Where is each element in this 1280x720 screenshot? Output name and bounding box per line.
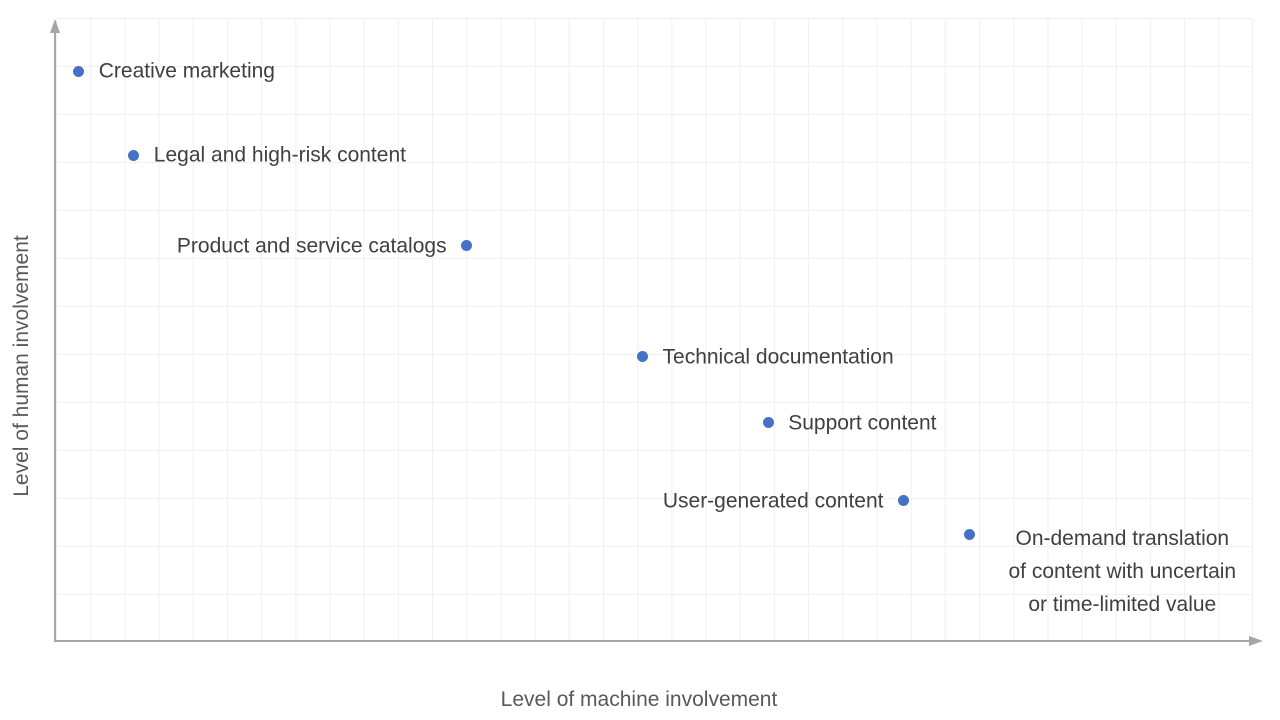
y-axis-arrowhead-icon	[50, 19, 60, 33]
data-point-label: On-demand translation of content with un…	[1008, 527, 1237, 617]
data-point	[128, 149, 140, 161]
data-point	[762, 417, 774, 429]
x-axis-line	[55, 640, 1251, 642]
data-point-label: Legal and high-risk content	[153, 143, 406, 167]
data-point	[637, 351, 649, 363]
x-axis-arrowhead-icon	[1249, 635, 1263, 646]
y-axis-line	[54, 30, 56, 642]
data-point	[897, 495, 909, 507]
data-point	[73, 65, 85, 77]
y-axis-title: Level of human involvement	[10, 235, 33, 497]
data-point	[963, 528, 975, 540]
data-point-label: User-generated content	[662, 489, 884, 513]
data-point-label: Product and service catalogs	[176, 234, 447, 258]
data-point-label: Creative marketing	[98, 59, 275, 83]
x-axis-title: Level of machine involvement	[500, 688, 778, 711]
data-point-label: Technical documentation	[662, 345, 894, 369]
plot-area	[56, 18, 1253, 642]
data-point-label: Support content	[788, 411, 937, 435]
data-point	[461, 240, 473, 252]
